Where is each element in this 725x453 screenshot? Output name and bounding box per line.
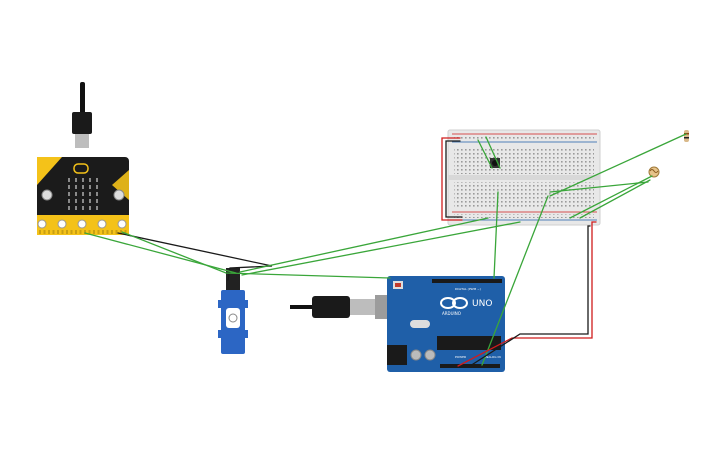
- led: [96, 199, 98, 203]
- arduino-power-label: POWER: [455, 355, 466, 359]
- edge-pin: [93, 230, 95, 234]
- led: [89, 178, 91, 182]
- servo-motor[interactable]: [218, 268, 248, 354]
- resistor[interactable]: [684, 130, 689, 142]
- led: [89, 185, 91, 189]
- led: [75, 185, 77, 189]
- wire-green-ldr-bb: [549, 181, 649, 193]
- led: [89, 206, 91, 210]
- edge-pin: [75, 230, 77, 234]
- led: [89, 199, 91, 203]
- edge-pin: [97, 230, 100, 234]
- edge-connector[interactable]: [37, 219, 127, 234]
- led: [68, 199, 70, 203]
- wire-green-breadboard-arduino: [493, 191, 499, 279]
- edge-pin: [124, 230, 127, 234]
- led: [96, 206, 98, 210]
- breadboard[interactable]: [447, 129, 601, 226]
- wire-green-servo-breadboard-2: [241, 221, 521, 276]
- arduino-digital-label: DIGITAL (PWM ~): [455, 287, 481, 291]
- edge-pin: [52, 230, 55, 234]
- led: [82, 185, 84, 189]
- led: [68, 192, 70, 196]
- edge-pin: [120, 230, 122, 234]
- led: [89, 192, 91, 196]
- wire-green-microbit-arduino: [121, 231, 391, 279]
- edge-pin: [111, 230, 113, 234]
- button-a[interactable]: [41, 189, 53, 201]
- led-matrix: [68, 178, 98, 210]
- wire-green-button-1: [477, 139, 493, 169]
- microbit-board[interactable]: [37, 157, 129, 235]
- arduino-brand-label: ARDUINO: [442, 311, 461, 316]
- button-b[interactable]: [113, 189, 125, 201]
- wire-black-breadboard-left: [445, 140, 463, 218]
- edge-pin: [102, 230, 104, 234]
- edge-pin: [48, 230, 50, 234]
- led: [82, 206, 84, 210]
- photoresistor[interactable]: [648, 166, 660, 178]
- edge-pin: [70, 230, 73, 234]
- edge-pin: [39, 230, 41, 234]
- wire-green-button-2: [485, 136, 501, 169]
- wire-green-servo-breadboard-1: [239, 217, 489, 273]
- arduino-uno-board[interactable]: UNO ARDUINO DIGITAL (PWM ~) POWER ANALOG…: [387, 276, 505, 372]
- led: [75, 178, 77, 182]
- edge-pin: [115, 230, 118, 234]
- wires[interactable]: [84, 133, 687, 367]
- led: [75, 199, 77, 203]
- wire-black-microbit-servo: [117, 232, 273, 281]
- wire-black-breadboard-arduino: [469, 225, 591, 367]
- edge-pin: [79, 230, 82, 234]
- usb-cable-arduino[interactable]: [290, 295, 395, 319]
- led: [82, 199, 84, 203]
- wire-red-breadboard-left: [441, 137, 463, 221]
- wire-red-breadboard-arduino: [457, 221, 597, 367]
- edge-pin: [88, 230, 91, 234]
- led: [68, 185, 70, 189]
- led: [68, 206, 70, 210]
- led: [96, 192, 98, 196]
- usb-cable-top[interactable]: [72, 82, 92, 148]
- led: [82, 192, 84, 196]
- wire-green-photoresistor-2: [579, 179, 651, 219]
- edge-pin: [57, 230, 59, 234]
- led: [68, 178, 70, 182]
- edge-pin: [84, 230, 86, 234]
- wire-green-breadboard-arduino-2: [481, 195, 549, 366]
- edge-pin: [106, 230, 109, 234]
- arduino-analog-label: ANALOG IN: [484, 355, 501, 359]
- led: [96, 185, 98, 189]
- edge-pin: [43, 230, 46, 234]
- edge-pin: [61, 230, 64, 234]
- led: [96, 178, 98, 182]
- wire-green-resistor: [549, 133, 687, 197]
- arduino-model-label: UNO: [472, 299, 492, 309]
- led: [75, 192, 77, 196]
- led: [75, 206, 77, 210]
- edge-pin: [66, 230, 68, 234]
- led: [82, 178, 84, 182]
